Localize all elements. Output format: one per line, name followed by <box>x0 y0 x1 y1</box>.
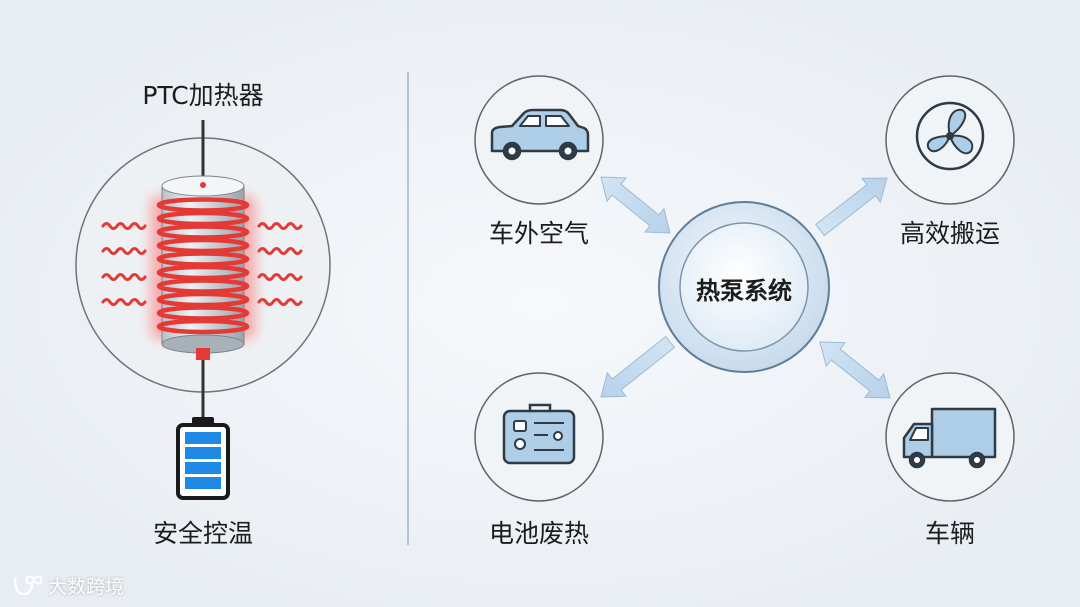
heat-wave <box>257 222 303 230</box>
heat-pump-system-label: 热泵系统 <box>696 277 792 305</box>
coil-ring <box>156 237 250 254</box>
battery-waste-heat-label: 电池废热 <box>488 519 590 548</box>
heat-pump-diagram <box>474 75 1015 502</box>
outside-air-arrow <box>600 176 671 234</box>
heat-wave <box>101 273 147 281</box>
coil-ring <box>156 197 250 213</box>
heat-waves <box>101 222 303 306</box>
watermark-text: 大数跨境 <box>48 576 125 598</box>
battery-icon <box>176 417 230 500</box>
heating-coils <box>156 197 250 335</box>
vehicle-arrow <box>819 341 891 399</box>
flow-arrows <box>600 176 891 399</box>
heat-wave <box>101 247 147 255</box>
car-icon <box>490 108 590 161</box>
coil-ring <box>156 318 250 335</box>
vehicle-label: 车辆 <box>924 519 976 548</box>
coil-ring <box>156 224 250 240</box>
heat-wave <box>257 247 303 255</box>
truck-icon <box>902 407 997 469</box>
coil-ring <box>156 278 250 294</box>
heat-wave <box>257 273 303 281</box>
heat-wave <box>257 298 303 306</box>
coil-ring <box>156 264 250 281</box>
outside-air-label: 车外空气 <box>488 219 590 248</box>
ptc-heater-illustration <box>75 120 331 500</box>
heater-top-dot <box>200 182 206 188</box>
watermark: 大数跨境 <box>12 572 124 599</box>
heater-connector <box>196 348 210 360</box>
heat-wave <box>101 222 147 230</box>
battery-waste-heat-arrow <box>600 335 676 398</box>
heat-wave <box>101 298 147 306</box>
efficient-transfer-label: 高效搬运 <box>899 219 1001 248</box>
coil-ring <box>156 210 250 227</box>
safe-temp-control-label: 安全控温 <box>152 519 254 548</box>
coil-ring <box>156 305 250 321</box>
heat-pump-hub-inner <box>679 222 809 352</box>
coil-ring <box>156 251 250 267</box>
coil-ring <box>156 291 250 308</box>
battery-pack-icon <box>502 403 576 465</box>
watermark-logo-icon <box>13 574 42 595</box>
fan-icon <box>915 101 985 171</box>
ptc-heater-label: PTC加热器 <box>142 81 264 110</box>
efficient-transfer-arrow <box>815 177 888 237</box>
